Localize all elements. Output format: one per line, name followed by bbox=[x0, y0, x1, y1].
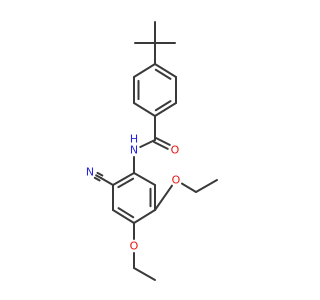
bond-aniline-ring-c1-aniline-ring-c2-inner bbox=[117, 177, 135, 189]
ethoxy-oxygen-upper-label: O bbox=[172, 174, 181, 187]
amide-nitrogen-label: N bbox=[130, 144, 138, 157]
bond-carbonyl-carbon-amide-nitrogen bbox=[139, 139, 156, 148]
bond-nitrile-carbon-nitrile-nitrogen-a bbox=[96, 171, 104, 177]
bond-aniline-ring-c1-aniline-ring-c2 bbox=[112, 172, 135, 186]
bond-aniline-ring-c3-aniline-ring-c4-inner bbox=[117, 207, 135, 219]
bond-benzoyl-ring-c3-benzoyl-ring-c4 bbox=[133, 102, 156, 117]
bond-carbonyl-carbon-carbonyl-oxygen-a bbox=[153, 140, 169, 150]
bond-aniline-ring-c5-ethoxy-oxygen-upper bbox=[154, 184, 173, 211]
bond-benzoyl-ring-c4-benzoyl-ring-c5 bbox=[154, 102, 177, 117]
ethoxy-oxygen-lower-label: O bbox=[130, 240, 139, 253]
amide-nitrogen-hydrogen-label: H bbox=[130, 133, 138, 146]
bond-benzoyl-ring-c6-benzoyl-ring-c1 bbox=[154, 63, 177, 78]
bond-aniline-ring-c6-aniline-ring-c1 bbox=[133, 172, 156, 186]
bond-carbonyl-carbon-carbonyl-oxygen-b bbox=[154, 137, 171, 146]
bond-aniline-ring-c4-aniline-ring-c5 bbox=[133, 209, 156, 224]
bond-ethoxy-lower-ch2-ethoxy-lower-ch3 bbox=[133, 267, 156, 281]
bond-ethoxy-upper-ch2-ethoxy-upper-ch3 bbox=[195, 179, 218, 193]
nitrile-nitrogen-label: N bbox=[86, 166, 94, 179]
carbonyl-oxygen-label: O bbox=[171, 144, 180, 157]
bond-nitrile-carbon-nitrile-nitrogen bbox=[95, 174, 102, 179]
bond-nitrile-carbon-nitrile-nitrogen-b bbox=[93, 176, 101, 182]
bond-aniline-ring-c3-aniline-ring-c4 bbox=[112, 209, 135, 224]
bond-benzoyl-ring-c4-benzoyl-ring-c5-inner bbox=[154, 100, 172, 112]
bonds-layer bbox=[93, 21, 218, 281]
bond-benzoyl-ring-c1-benzoyl-ring-c2 bbox=[133, 63, 156, 78]
bond-benzoyl-ring-c6-benzoyl-ring-c1-inner bbox=[154, 68, 172, 80]
bond-ethoxy-oxygen-upper-ethoxy-upper-ch2 bbox=[181, 182, 197, 193]
bond-aniline-ring-c2-nitrile-carbon bbox=[100, 177, 114, 186]
